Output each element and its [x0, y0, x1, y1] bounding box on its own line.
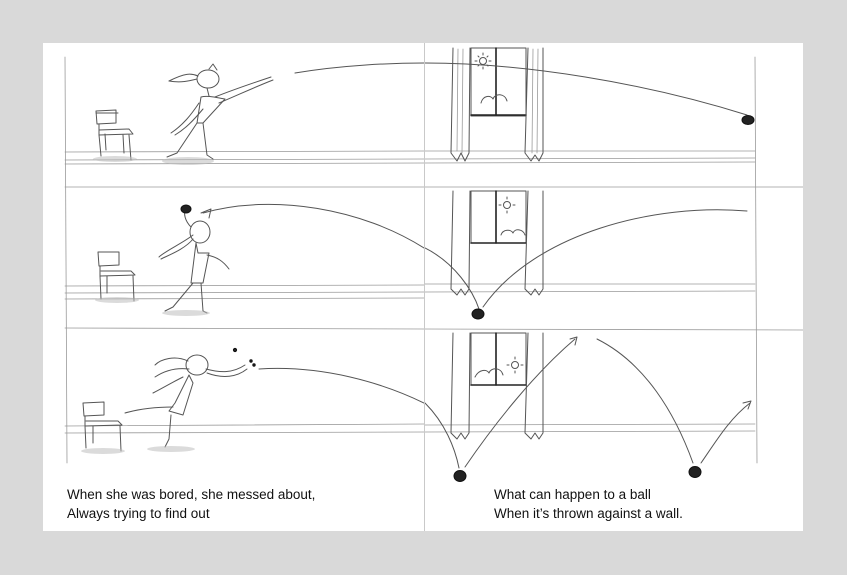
- curtains: [450, 332, 544, 440]
- left-caption: When she was bored, she messed about, Al…: [67, 485, 315, 523]
- right-caption: What can happen to a ball When it’s thro…: [494, 485, 683, 523]
- ball: [741, 115, 755, 125]
- cloud: [474, 368, 504, 378]
- chair: [81, 401, 125, 454]
- panel-1-left: [64, 62, 424, 165]
- ball: [688, 466, 702, 478]
- cloud: [500, 229, 526, 236]
- book-gutter: [424, 43, 425, 531]
- panel-2-right: [425, 190, 756, 320]
- panel-dividers: [64, 56, 424, 464]
- panel-dividers: [425, 56, 803, 464]
- window: [470, 332, 527, 386]
- left-page-illustration: [64, 56, 424, 464]
- girl: [124, 354, 248, 452]
- left-caption-line-1: When she was bored, she messed about,: [67, 487, 316, 502]
- left-caption-line-2: Always trying to find out: [67, 506, 210, 521]
- girl: [162, 63, 274, 165]
- ball: [471, 308, 485, 320]
- panel-1-right: [425, 47, 756, 164]
- right-page-illustration: [425, 47, 803, 482]
- panel-3-left: [64, 347, 424, 454]
- panel-3-right: [425, 332, 756, 482]
- ball: [453, 470, 467, 482]
- sun-icon: [506, 356, 524, 374]
- ball: [180, 204, 192, 214]
- panel-2-left: [64, 203, 424, 316]
- curtains: [450, 47, 544, 162]
- chair: [95, 251, 139, 303]
- book-spread: When she was bored, she messed about, Al…: [43, 43, 803, 531]
- chair: [93, 109, 137, 162]
- cloud: [480, 94, 508, 104]
- sun-icon: [474, 52, 492, 70]
- right-page: What can happen to a ball When it’s thro…: [425, 43, 803, 531]
- left-page: When she was bored, she messed about, Al…: [43, 43, 424, 531]
- window: [470, 47, 527, 117]
- right-caption-line-1: What can happen to a ball: [494, 487, 651, 502]
- window: [470, 190, 527, 244]
- right-caption-line-2: When it’s thrown against a wall.: [494, 506, 683, 521]
- ball-debris: [232, 347, 256, 367]
- sun-icon: [498, 196, 516, 214]
- girl: [158, 208, 230, 316]
